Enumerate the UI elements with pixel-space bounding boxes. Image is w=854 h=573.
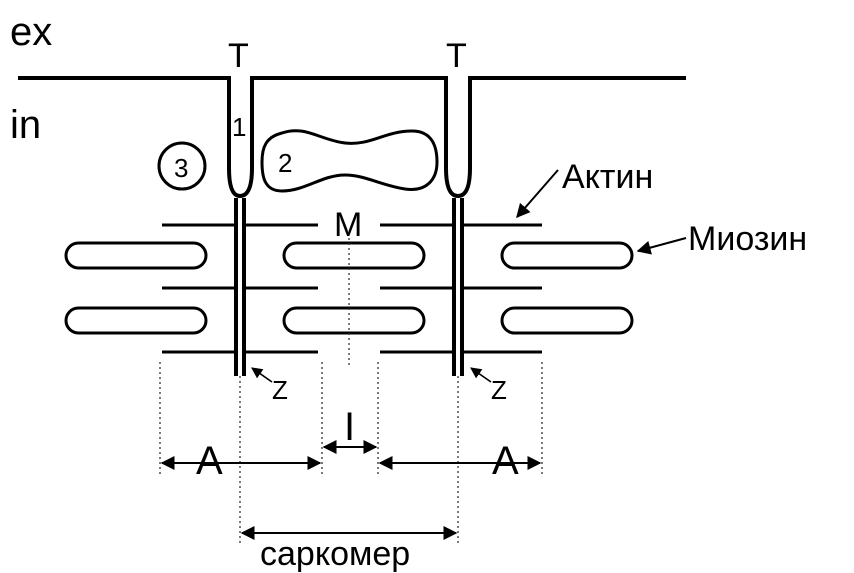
m-line-label: M bbox=[334, 206, 362, 244]
circle-number: 3 bbox=[174, 153, 188, 183]
z-disc-label-left: Z bbox=[272, 375, 288, 405]
t-tubule-label-left: T bbox=[228, 37, 249, 75]
a-band-label-right: A bbox=[492, 439, 519, 483]
sarcomere-label: саркомер bbox=[260, 535, 410, 573]
actin-filaments bbox=[162, 223, 542, 354]
t-tubule-number: 1 bbox=[232, 112, 246, 142]
actin-label: Актин bbox=[562, 158, 653, 196]
actin-pointer-arrow bbox=[516, 169, 559, 219]
a-band-label-left: A bbox=[196, 439, 223, 483]
t-tubule-label-right: T bbox=[446, 37, 467, 75]
ex-label: ex bbox=[10, 10, 52, 54]
myosin-label: Миозин bbox=[688, 220, 807, 258]
in-label: in bbox=[10, 103, 41, 147]
z-left-pointer-arrow bbox=[251, 367, 273, 383]
z-right-pointer-arrow bbox=[470, 367, 492, 383]
guide-lines bbox=[159, 362, 543, 545]
cell-membrane bbox=[18, 76, 686, 199]
mitochondrion-circle bbox=[157, 141, 207, 191]
i-band-label: I bbox=[344, 405, 355, 449]
myosin-filaments bbox=[64, 241, 634, 335]
sarcoplasmic-reticulum bbox=[260, 129, 439, 193]
myosin-pointer-arrow bbox=[636, 237, 687, 255]
z-disc-label-right: Z bbox=[491, 375, 507, 405]
sr-number: 2 bbox=[278, 148, 292, 178]
